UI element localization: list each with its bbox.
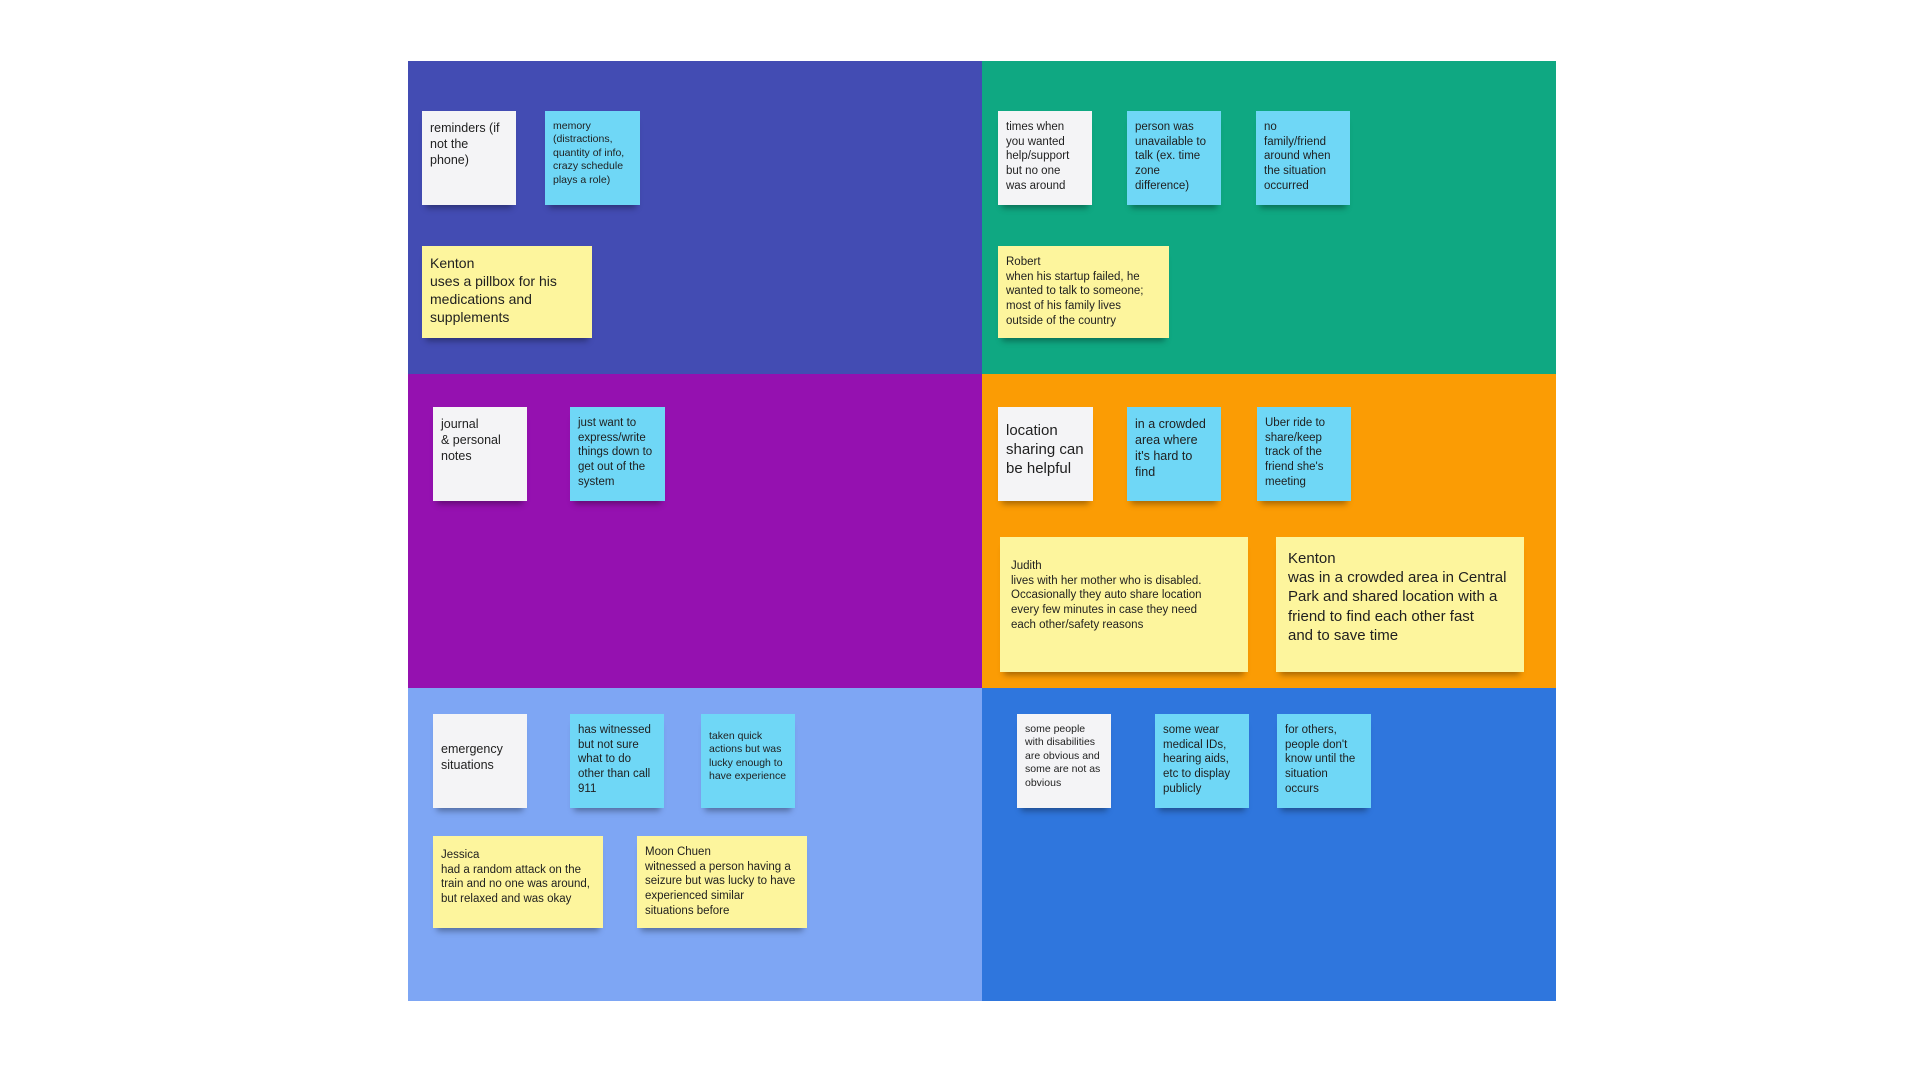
sticky-note-times-when[interactable]: times when you wanted help/support but n… [998,111,1092,205]
sticky-note-kenton-pillbox[interactable]: Kenton uses a pillbox for his medication… [422,246,592,338]
sticky-note-reminders[interactable]: reminders (if not the phone) [422,111,516,205]
sticky-note-uber[interactable]: Uber ride to share/keep track of the fri… [1257,407,1351,501]
quadrant-middle-right: location sharing can be helpful in a cro… [982,374,1556,688]
sticky-note-for-others[interactable]: for others, people don't know until the … [1277,714,1371,808]
sticky-note-journal[interactable]: journal & personal notes [433,407,527,501]
quadrant-bottom-right: some people with disabilities are obviou… [982,688,1556,1001]
quadrant-top-left: reminders (if not the phone) memory (dis… [408,61,982,374]
sticky-note-robert[interactable]: Robert when his startup failed, he wante… [998,246,1169,338]
sticky-note-no-family[interactable]: no family/friend around when the situati… [1256,111,1350,205]
sticky-note-person-unavailable[interactable]: person was unavailable to talk (ex. time… [1127,111,1221,205]
sticky-note-medical-ids[interactable]: some wear medical IDs, hearing aids, etc… [1155,714,1249,808]
sticky-note-jessica[interactable]: Jessica had a random attack on the train… [433,836,603,928]
sticky-note-disabilities[interactable]: some people with disabilities are obviou… [1017,714,1111,808]
sticky-note-witnessed[interactable]: has witnessed but not sure what to do ot… [570,714,664,808]
quadrant-top-right: times when you wanted help/support but n… [982,61,1556,374]
sticky-note-express[interactable]: just want to express/write things down t… [570,407,665,501]
quadrant-middle-left: journal & personal notes just want to ex… [408,374,982,688]
whiteboard-canvas: reminders (if not the phone) memory (dis… [408,61,1556,1001]
sticky-note-moon-chuen[interactable]: Moon Chuen witnessed a person having a s… [637,836,807,928]
sticky-note-emergency[interactable]: emergency situations [433,714,527,808]
sticky-note-judith[interactable]: Judith lives with her mother who is disa… [1000,537,1248,672]
sticky-note-crowded-area[interactable]: in a crowded area where it's hard to fin… [1127,407,1221,501]
sticky-note-memory[interactable]: memory (distractions, quantity of info, … [545,111,640,205]
sticky-note-location-sharing[interactable]: location sharing can be helpful [998,407,1093,501]
quadrant-bottom-left: emergency situations has witnessed but n… [408,688,982,1001]
sticky-note-kenton-central-park[interactable]: Kenton was in a crowded area in Central … [1276,537,1524,672]
sticky-note-quick-actions[interactable]: taken quick actions but was lucky enough… [701,714,795,808]
